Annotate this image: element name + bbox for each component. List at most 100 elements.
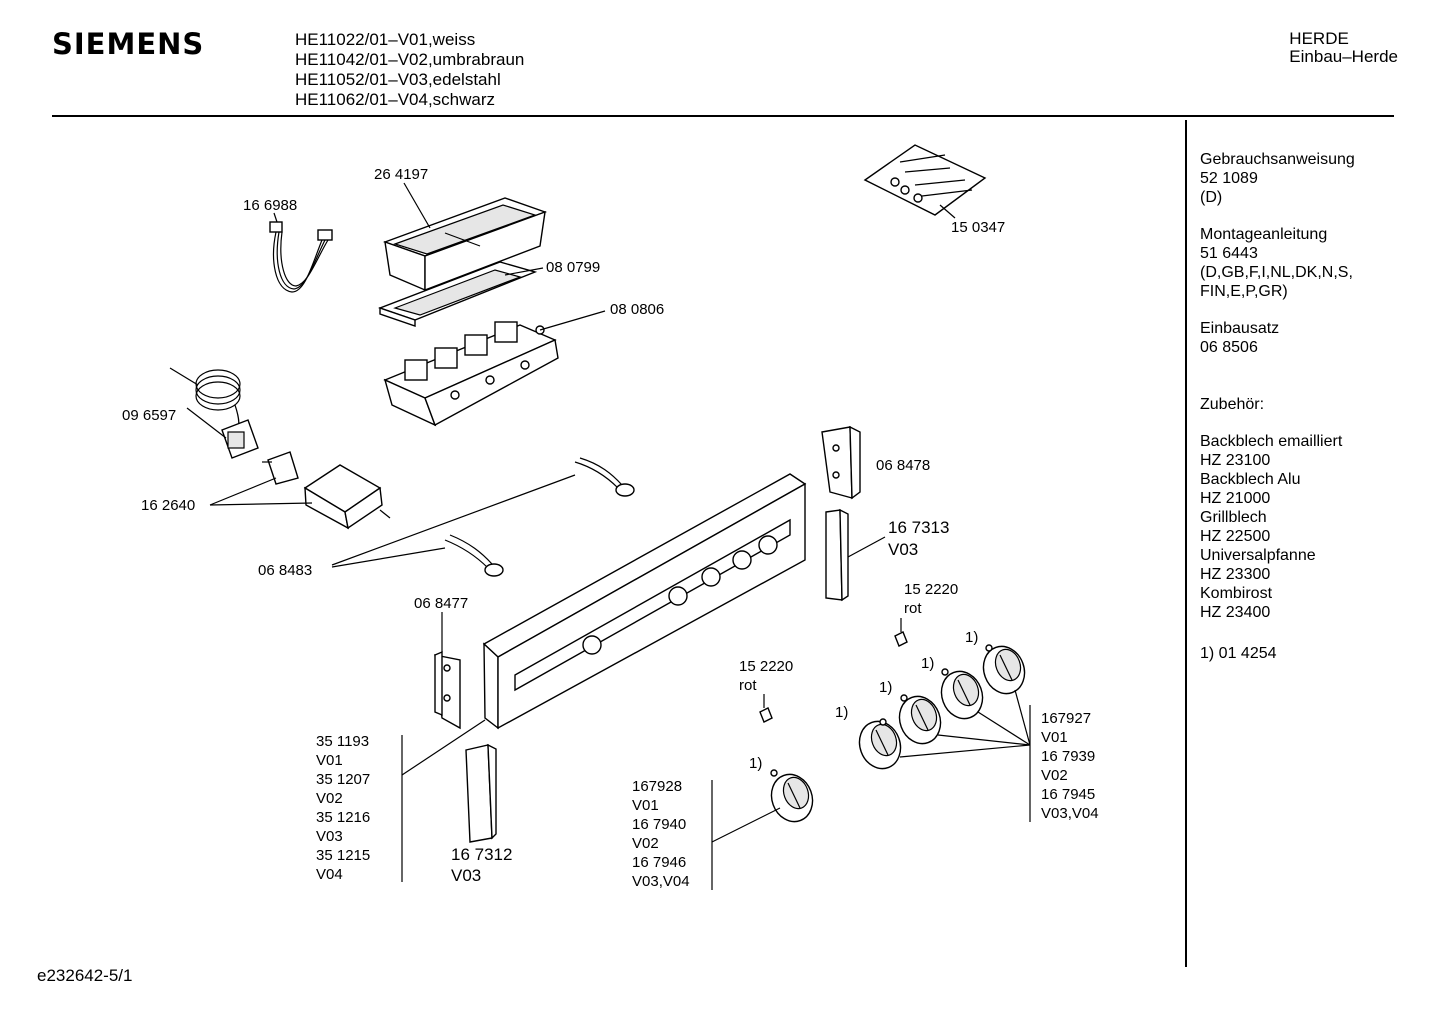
part-label: 08 0806 <box>610 301 664 318</box>
part-label: 06 8483 <box>258 562 312 579</box>
right-profile-part <box>825 508 849 602</box>
part-label: 167928 <box>632 778 682 795</box>
model-line: HE11042/01–V02,umbrabraun <box>295 50 525 69</box>
right-bracket-part <box>821 425 861 500</box>
part-label: 16 7945 <box>1041 786 1095 803</box>
leader-line <box>711 807 781 843</box>
part-label: V04 <box>316 866 343 883</box>
part-label: 15 2220 <box>904 581 958 598</box>
part-label: V03 <box>888 540 918 559</box>
part-label: 35 1193 <box>316 733 369 750</box>
knob-part <box>770 769 814 823</box>
leader-line <box>977 711 1031 746</box>
leader-line <box>847 536 886 558</box>
part-label: 16 6988 <box>243 197 297 214</box>
knob-part <box>982 644 1026 695</box>
sidebar-text: Universalpfanne <box>1200 547 1316 564</box>
leader-line <box>899 744 1031 758</box>
thermostat-part <box>169 367 259 459</box>
cable-harness-part <box>269 221 333 293</box>
sidebar-group-accessories-title: Zubehör: <box>1200 395 1355 414</box>
part-label: V03,V04 <box>632 873 690 890</box>
part-label: V03,V04 <box>1041 805 1099 822</box>
sidebar-text: Montageanleitung <box>1200 226 1328 243</box>
part-label: rot <box>739 677 757 694</box>
leader-line <box>331 474 576 566</box>
drawing-number: e232642-5/1 <box>37 966 133 985</box>
sidebar-text: 06 8506 <box>1200 339 1258 356</box>
sidebar-text: Backblech emailliert <box>1200 433 1343 450</box>
sidebar-info: Gebrauchsanweisung 52 1089 (D) Montagean… <box>1200 150 1355 681</box>
part-label: 09 6597 <box>122 407 176 424</box>
left-profile-part <box>465 743 497 843</box>
sidebar-text: Einbausatz <box>1200 320 1280 337</box>
leader-line <box>209 502 313 506</box>
leader-line <box>1014 689 1031 746</box>
leader-line <box>403 182 431 229</box>
category: HERDE Einbau–Herde <box>1289 30 1398 66</box>
sidebar-group-assembly: Montageanleitung 51 6443 (D,GB,F,I,NL,DK… <box>1200 225 1355 301</box>
sidebar-text: 52 1089 <box>1200 170 1258 187</box>
knob-opening <box>582 535 778 655</box>
sidebar-divider <box>1185 120 1187 967</box>
lamp-part <box>444 534 504 577</box>
knob-part <box>898 694 942 745</box>
sidebar-text: (D) <box>1200 189 1223 206</box>
part-label: 16 7940 <box>632 816 686 833</box>
sidebar-text: HZ 23100 <box>1200 452 1271 469</box>
part-label: 26 4197 <box>374 166 428 183</box>
part-label: V01 <box>1041 729 1068 746</box>
control-panel-part <box>482 473 807 730</box>
switch-block-part <box>383 321 559 427</box>
part-label: 16 7313 <box>888 518 949 537</box>
clip-part <box>894 631 908 647</box>
part-label: 08 0799 <box>546 259 600 276</box>
leader-line <box>937 734 1031 746</box>
footnote-marker: 1) <box>921 655 934 672</box>
sidebar-group-accessories: Backblech emailliert HZ 23100 Backblech … <box>1200 432 1355 622</box>
leader-line <box>539 310 606 331</box>
sidebar-text: FIN,E,P,GR) <box>1200 283 1288 300</box>
screw-bag-part <box>863 144 987 216</box>
model-line: HE11062/01–V04,schwarz <box>295 90 496 109</box>
part-number-column: 167928 V01 16 7940 V02 16 7946 V03,V04 <box>632 778 690 890</box>
leader-line <box>401 719 486 776</box>
part-label: V02 <box>316 790 343 807</box>
part-label: 16 2640 <box>141 497 195 514</box>
knob-part <box>940 668 984 720</box>
part-label: 06 8478 <box>876 457 930 474</box>
switch-part <box>262 451 299 485</box>
model-line: HE11052/01–V03,edelstahl <box>295 70 501 89</box>
part-label: 06 8477 <box>414 595 468 612</box>
leader-line <box>209 477 277 506</box>
category-sub: Einbau–Herde <box>1289 47 1398 66</box>
leader-line <box>504 267 544 276</box>
sidebar-text: Kombirost <box>1200 585 1273 602</box>
lamp-part <box>574 457 635 497</box>
model-list: HE11022/01–V01,weiss HE11042/01–V02,umbr… <box>295 30 524 110</box>
leader-line <box>331 547 446 568</box>
sidebar-text: HZ 21000 <box>1200 490 1271 507</box>
sidebar-text: 51 6443 <box>1200 245 1258 262</box>
sidebar-text: HZ 22500 <box>1200 528 1271 545</box>
sidebar-text: Backblech Alu <box>1200 471 1301 488</box>
sidebar-text: HZ 23300 <box>1200 566 1271 583</box>
model-line: HE11022/01–V01,weiss <box>295 30 476 49</box>
footnote-marker: 1) <box>835 704 848 721</box>
part-label: V02 <box>632 835 659 852</box>
part-label: 167927 <box>1041 710 1091 727</box>
tray-part <box>382 197 548 292</box>
sidebar-text: HZ 23400 <box>1200 604 1271 621</box>
left-bracket-part <box>434 650 461 730</box>
part-label: 15 2220 <box>739 658 793 675</box>
part-label: 15 0347 <box>951 219 1005 236</box>
sidebar-group-kit: Einbausatz 06 8506 <box>1200 319 1355 357</box>
sidebar-text: Grillblech <box>1200 509 1267 526</box>
part-label: 16 7939 <box>1041 748 1095 765</box>
part-label: V01 <box>632 797 659 814</box>
part-label: rot <box>904 600 922 617</box>
part-number-column: 167927 V01 16 7939 V02 16 7945 V03,V04 <box>1041 710 1099 822</box>
part-label: V02 <box>1041 767 1068 784</box>
sidebar-group-footnote: 1) 01 4254 <box>1200 644 1355 663</box>
leader-line <box>273 212 278 223</box>
